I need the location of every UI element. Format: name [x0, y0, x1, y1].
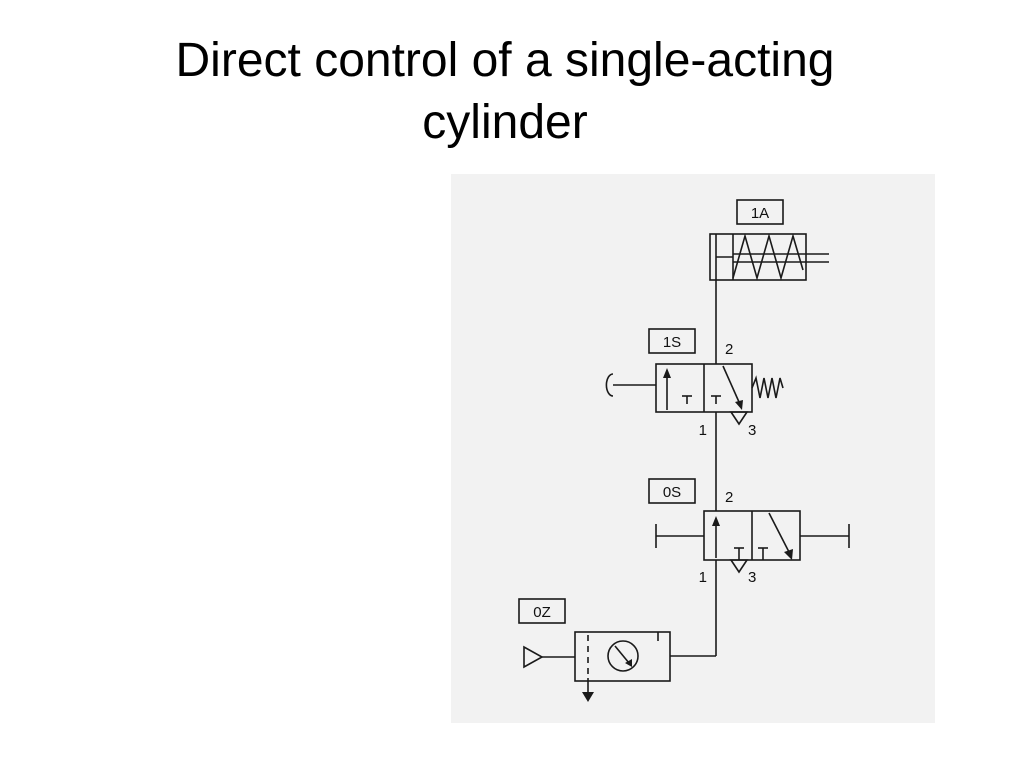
valve-0s-port-3-label: 3 — [748, 569, 756, 586]
cylinder-1a-tag-label: 1A — [751, 205, 769, 222]
valve-0s-tag-box — [648, 478, 696, 504]
valve-1s-tag-label: 1S — [663, 334, 681, 351]
valve-0s-port-1-label: 1 — [699, 569, 707, 586]
valve-1s-port-1-label: 1 — [699, 422, 707, 439]
service-unit-0z-tag-label: 0Z — [533, 604, 551, 621]
valve-1s-tag-box — [648, 328, 696, 354]
pushbutton-3-2-valve-icon — [605, 363, 784, 426]
service-unit-icon — [523, 631, 671, 702]
service-unit-0z-tag-box — [518, 598, 566, 624]
valve-1s-port-2-label: 2 — [725, 341, 733, 358]
cylinder-1a: 1A — [709, 199, 829, 281]
valve-0s-port-2-label: 2 — [725, 489, 733, 506]
diagram-background — [451, 174, 935, 723]
valve-1s: 1S 2 — [605, 328, 784, 439]
service-unit-0z: 0Z — [518, 598, 671, 702]
slide-title-line-2: cylinder — [422, 96, 588, 149]
valve-0s: 0S 2 — [648, 478, 850, 586]
pneumatic-circuit-diagram: 1A 1S 2 — [451, 174, 935, 723]
cylinder-1a-tag-box — [736, 199, 784, 225]
single-acting-cylinder-icon — [709, 233, 829, 281]
slide-title-line-1: Direct control of a single-acting — [175, 34, 835, 87]
valve-1s-port-3-label: 3 — [748, 422, 756, 439]
3-2-valve-icon — [655, 510, 850, 574]
slide-title: Direct control of a single-acting cylind… — [0, 30, 1010, 154]
valve-0s-tag-label: 0S — [663, 484, 681, 501]
